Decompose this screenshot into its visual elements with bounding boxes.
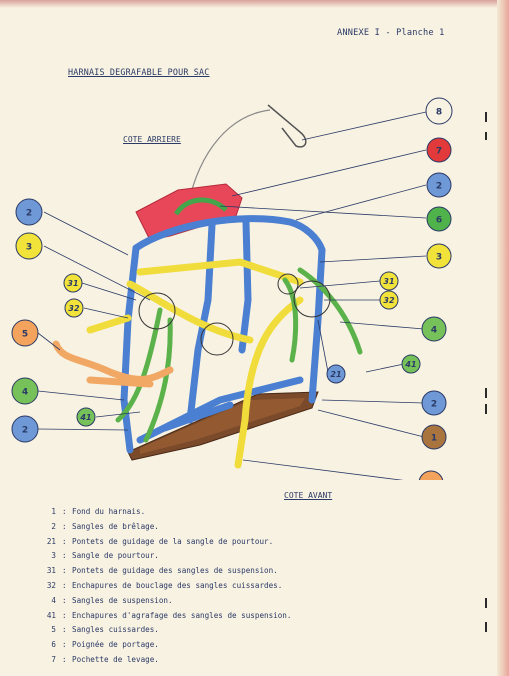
callout-3-left: 3 [15,232,43,260]
page-right-edge [497,0,509,676]
svg-text:41: 41 [404,360,416,369]
lifting-hook [267,104,307,148]
legend-item: 3:Sangle de pourtour. [51,551,159,561]
orange-straps [52,340,174,388]
svg-text:1: 1 [431,434,437,444]
legend-item: 2:Sangles de brêlage. [51,521,159,531]
svg-text:2: 2 [436,182,442,192]
margin-mark [485,132,487,140]
harness-diagram: 8 7 2 6 3 31 32 4 [11,97,453,481]
document-title: HARNAIS DEGRAFABLE POUR SAC [68,67,210,77]
callout-5-left: 5 [11,319,39,347]
svg-text:6: 6 [436,216,442,226]
callout-32-right: 32 [379,290,399,310]
callout-2-right-top: 2 [426,172,452,198]
svg-text:5: 5 [428,480,434,481]
lifting-pouch [135,183,243,241]
harness-base-shade [140,398,305,454]
buckle-rings [138,273,331,356]
callout-31-left: 31 [63,273,83,293]
callout-8: 8 [425,97,453,125]
rear-side-label: COTE ARRIERE [123,135,181,144]
callout-5-right: 5 [418,470,444,481]
callout-6: 6 [426,206,452,232]
svg-text:31: 31 [67,279,78,288]
legend-item: 7:Pochette de levage. [51,654,159,664]
svg-text:8: 8 [436,108,442,118]
margin-mark [485,112,487,122]
svg-text:3: 3 [26,243,32,253]
svg-text:3: 3 [436,253,442,263]
callout-31-right: 31 [379,271,399,291]
svg-text:2: 2 [431,400,437,410]
svg-text:7: 7 [436,147,442,157]
legend-item: 41:Enchapures d'agrafage des sangles de … [46,610,292,620]
svg-text:32: 32 [383,296,395,305]
legend-list: 1:Fond du harnais. 2:Sangles de brêlage.… [24,505,494,668]
callout-41-right: 41 [401,354,421,374]
svg-text:21: 21 [330,370,341,379]
svg-text:31: 31 [383,277,394,286]
svg-text:2: 2 [22,426,28,436]
svg-text:4: 4 [431,326,437,336]
margin-mark [485,388,487,398]
svg-text:4: 4 [22,388,28,398]
legend-item: 4:Sangles de suspension. [51,595,173,605]
margin-mark [485,622,487,632]
svg-text:2: 2 [26,209,32,219]
callout-41-left: 41 [76,407,96,427]
legend-item: 1:Fond du harnais. [51,507,146,516]
callout-4-left: 4 [11,377,39,405]
callout-4-right: 4 [421,316,447,342]
callout-1: 1 [421,424,447,450]
legend-item: 32:Enchapures de bouclage des sangles cu… [46,580,283,590]
front-side-label: COTE AVANT [284,491,333,500]
svg-text:32: 32 [68,304,80,313]
callout-2-left-top: 2 [15,198,43,226]
callout-21: 21 [326,364,346,384]
lifting-cable [187,109,271,206]
callout-2-right-bottom: 2 [421,390,447,416]
legend-item: 31:Pontets de guidage des sangles de sus… [46,566,278,576]
page-top-edge [0,0,509,8]
callout-7: 7 [426,137,452,163]
carrying-handle [173,197,228,216]
legend-item: 6:Poignée de portage. [51,640,159,650]
legend-item: 5:Sangles cuissardes. [51,625,159,635]
yellow-straps [86,258,304,469]
leader-lines [37,111,427,480]
margin-mark [485,598,487,608]
document-reference: ANNEXE I - Planche 1 [337,28,445,38]
svg-text:5: 5 [22,330,28,340]
callout-2-left-bottom: 2 [11,415,39,443]
svg-text:41: 41 [79,413,91,422]
margin-mark [485,404,487,414]
legend-item: 21:Pontets de guidage de la sangle de po… [46,536,274,546]
callout-32-left: 32 [64,298,84,318]
callout-3-right: 3 [426,243,452,269]
